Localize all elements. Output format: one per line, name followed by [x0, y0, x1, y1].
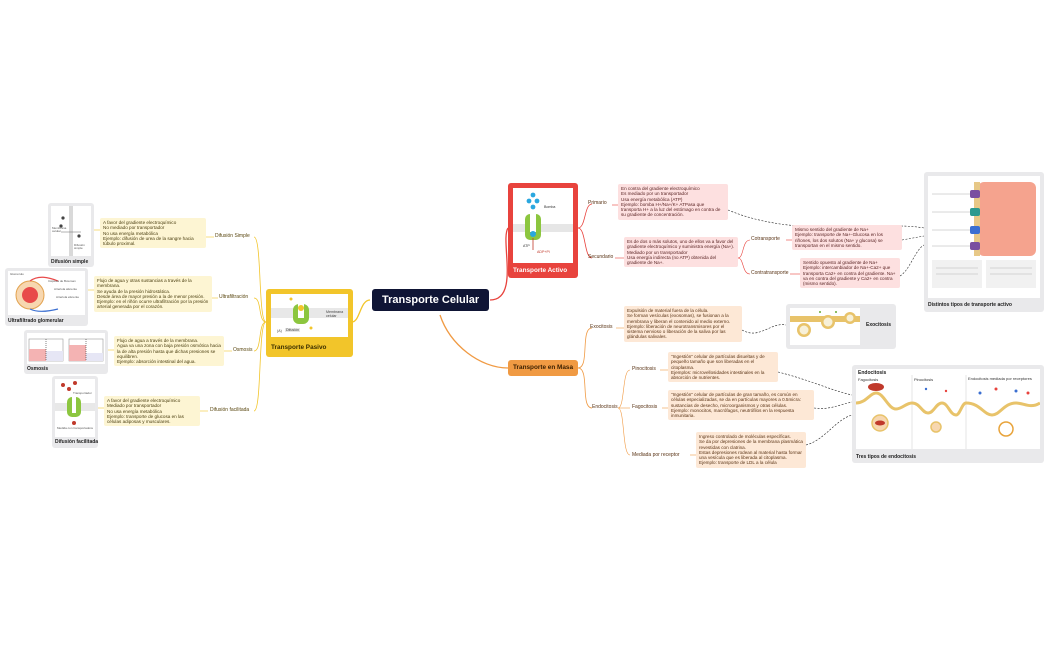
ultra-img-label-0: Glomérulo — [10, 272, 24, 276]
branch-osmosis[interactable]: Osmosis — [233, 347, 253, 353]
branch-difusion-facilitada[interactable]: Difusión facilitada — [210, 407, 250, 413]
caption-ultrafiltrado: Ultrafiltrado glomerular — [8, 318, 64, 324]
image-difusion-simple: Membrana celular Difusión simple Difusió… — [48, 203, 94, 267]
pasivo-img-label-b: Difusión — [285, 328, 300, 332]
branch-cotransporte[interactable]: Cotransporte — [751, 236, 780, 242]
facilitada-img-label-1: Medida con transportadora — [57, 426, 93, 430]
branch-primario[interactable]: Primario — [588, 200, 607, 206]
difusion-simple-img-label-0: Membrana celular — [52, 226, 67, 234]
note-secundario: Es de dos o más solutos, uno de ellos va… — [624, 237, 738, 268]
note-difusion-facilitada: A favor del gradiente electroquímico Med… — [104, 396, 200, 427]
caption-difusion-facilitada: Difusión facilitada — [55, 439, 99, 445]
activo-img-atp: ATP — [523, 244, 530, 248]
branch-endocitosis[interactable]: Endocitosis — [592, 404, 618, 410]
endocitosis-col-pinocitosis: Pinocitosis — [914, 377, 934, 382]
caption-transporte-activo: Distintos tipos de transporte activo — [928, 302, 1012, 308]
note-ultrafiltracion: Flujo de agua y otras sustancias a travé… — [94, 276, 212, 312]
note-difusion-simple: A favor del gradiente electroquímico No … — [100, 218, 206, 249]
note-contratransporte: Sentido opuesto al gradiente de Na+ Ejem… — [800, 258, 900, 289]
note-osmosis: Flujo de agua a través de la membrana. A… — [114, 336, 224, 367]
ultra-img-label-2: Arteriola aferente — [54, 287, 78, 291]
image-ultrafiltrado: Glomérulo Cápsula de Bowman Arteriola af… — [5, 268, 88, 326]
image-exocitosis: Exocitosis — [786, 304, 896, 349]
endocitosis-img-title: Endocitosis — [858, 370, 887, 376]
ultra-img-label-3: Arteriola eferente — [56, 295, 80, 299]
activo-img-adp: ADP+Pi — [537, 250, 550, 254]
activo-pump-image: Bomba ATP ADP+Pi — [513, 188, 573, 263]
pasivo-img-label-a: (A) — [277, 329, 282, 333]
branch-ultrafiltracion[interactable]: Ultrafiltración — [219, 294, 249, 300]
caption-exocitosis: Exocitosis — [866, 322, 892, 328]
note-cotransporte: Mismo sentido del gradiente de Na+ Ejemp… — [792, 225, 902, 251]
note-mediada-receptor: Ingreso controlado de moléculas específi… — [696, 432, 806, 468]
branch-fagocitosis[interactable]: Fagocitosis — [632, 404, 658, 410]
endocitosis-col-receptor: Endocitosis mediada por receptores — [968, 376, 1032, 381]
branch-contratransporte[interactable]: Contratransporte — [751, 270, 789, 276]
activo-img-label: Bomba — [544, 205, 556, 209]
topic-transporte-pasivo[interactable]: Membrana celular (A) Difusión Transporte… — [266, 289, 353, 357]
note-exocitosis: Expulsión de material fuera de la célula… — [624, 306, 742, 342]
ultra-img-label-1: Cápsula de Bowman — [48, 279, 76, 283]
caption-difusion-simple: Difusión simple — [51, 259, 89, 265]
branch-difusion-simple[interactable]: Difusión Simple — [215, 233, 250, 239]
pasivo-membrane-label: Membrana celular — [326, 310, 344, 318]
activo-title: Transporte Activo — [513, 267, 568, 274]
central-topic[interactable]: Transporte Celular — [372, 289, 490, 311]
topic-transporte-activo[interactable]: Bomba ATP ADP+Pi Transporte Activo — [508, 183, 578, 278]
masa-title: Transporte en Masa — [513, 364, 574, 371]
note-pinocitosis: "Ingestión" celular de partículas disuel… — [668, 352, 778, 383]
image-endocitosis: Endocitosis Fagocitosis Pinocitosis Endo… — [852, 365, 1044, 463]
topic-transporte-masa[interactable]: Transporte en Masa — [508, 360, 578, 376]
branch-exocitosis[interactable]: Exocitosis — [590, 324, 613, 330]
note-primario: En contra del gradiente electroquímico E… — [618, 184, 728, 220]
image-difusion-facilitada: Transportador Medida con transportadora … — [52, 376, 98, 448]
endocitosis-col-fagocitosis: Fagocitosis — [858, 377, 879, 382]
caption-osmosis: Osmosis — [27, 366, 49, 372]
pasivo-title: Transporte Pasivo — [271, 344, 327, 351]
image-osmosis: Osmosis — [24, 330, 108, 374]
caption-endocitosis: Tres tipos de endocitosis — [856, 454, 917, 460]
difusion-simple-img-label-1: Difusión simple — [74, 243, 85, 251]
branch-pinocitosis[interactable]: Pinocitosis — [632, 366, 656, 372]
branch-mediada-receptor[interactable]: Mediada por receptor — [632, 452, 680, 458]
image-transporte-activo: Distintos tipos de transporte activo — [924, 172, 1044, 312]
note-fagocitosis: "Ingestión" celular de partículas de gra… — [668, 390, 814, 421]
facilitada-img-label-0: Transportador — [73, 391, 92, 395]
pasivo-diffusion-image: Membrana celular (A) Difusión — [271, 294, 348, 337]
branch-secundario[interactable]: Secundario — [588, 254, 614, 260]
